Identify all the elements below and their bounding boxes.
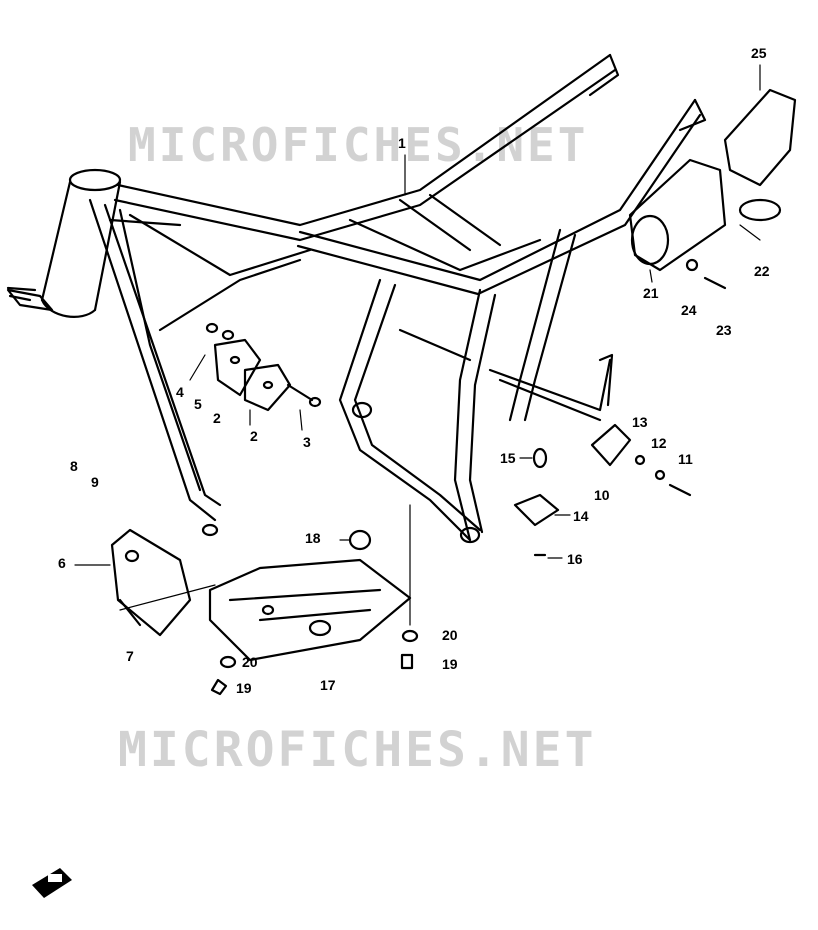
head-tube [6, 168, 122, 318]
callout-20a: 20 [242, 654, 258, 670]
callout-24: 24 [681, 302, 697, 318]
rear-cushions [513, 423, 632, 557]
callout-leaders [74, 64, 761, 626]
callout-1: 1 [398, 135, 406, 151]
engine-mount-brackets [213, 338, 292, 412]
callout-23: 23 [716, 322, 732, 338]
canister-assembly [628, 88, 797, 290]
callout-13: 13 [632, 414, 648, 430]
callout-15: 15 [500, 450, 516, 466]
callout-19b: 19 [442, 656, 458, 672]
callout-19a: 19 [236, 680, 252, 696]
callout-18: 18 [305, 530, 321, 546]
callout-21: 21 [643, 285, 659, 301]
watermark-bottom: MICROFICHES.NET [118, 722, 597, 778]
callout-5: 5 [194, 396, 202, 412]
rear-frame [338, 228, 614, 544]
callout-25: 25 [751, 45, 767, 61]
callout-22: 22 [754, 263, 770, 279]
rear-fasteners [634, 454, 692, 497]
callout-11: 11 [678, 451, 693, 467]
down-tubes [88, 198, 312, 537]
callout-7: 7 [126, 648, 134, 664]
callout-8: 8 [70, 458, 78, 474]
mount-bolts [205, 322, 322, 408]
callout-6: 6 [58, 555, 66, 571]
top-rails [113, 53, 707, 296]
callout-2a: 2 [213, 410, 221, 426]
guard-bracket [110, 528, 192, 637]
callout-16: 16 [567, 551, 583, 567]
callout-12: 12 [651, 435, 667, 451]
callout-4: 4 [176, 384, 184, 400]
callout-10: 10 [594, 487, 610, 503]
callout-2b: 2 [250, 428, 258, 444]
callout-20b: 20 [442, 627, 458, 643]
callout-14: 14 [573, 508, 589, 524]
callout-3: 3 [303, 434, 311, 450]
skid-plate-bolts [210, 629, 419, 696]
callout-9: 9 [91, 474, 99, 490]
skid-plate [208, 558, 412, 662]
callout-17: 17 [320, 677, 336, 693]
